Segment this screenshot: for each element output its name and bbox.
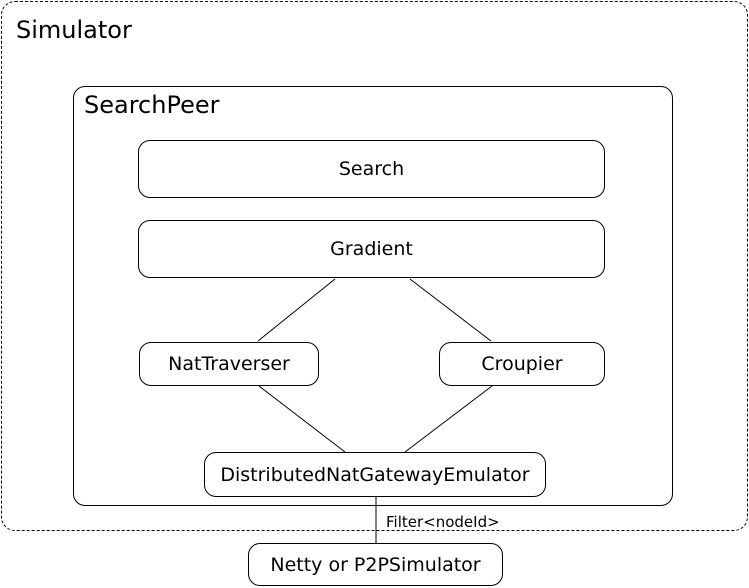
network-node: Netty or P2PSimulator <box>248 543 503 586</box>
filter-edge-label: Filter<nodeId> <box>386 513 500 531</box>
edge-gradient-nattraverser <box>257 278 336 342</box>
simulator-title: Simulator <box>16 16 132 44</box>
edge-nattraverser-emulator <box>258 385 346 453</box>
searchpeer-title: SearchPeer <box>84 91 220 119</box>
edge-croupier-emulator <box>404 385 493 453</box>
search-node: Search <box>138 140 605 198</box>
edge-gradient-croupier <box>409 278 492 342</box>
gradient-node: Gradient <box>138 220 605 278</box>
searchpeer-container <box>73 86 673 506</box>
croupier-node: Croupier <box>439 342 605 386</box>
simulator-container <box>1 1 748 531</box>
emulator-node: DistributedNatGatewayEmulator <box>204 452 546 497</box>
nattraverser-node: NatTraverser <box>139 342 319 386</box>
